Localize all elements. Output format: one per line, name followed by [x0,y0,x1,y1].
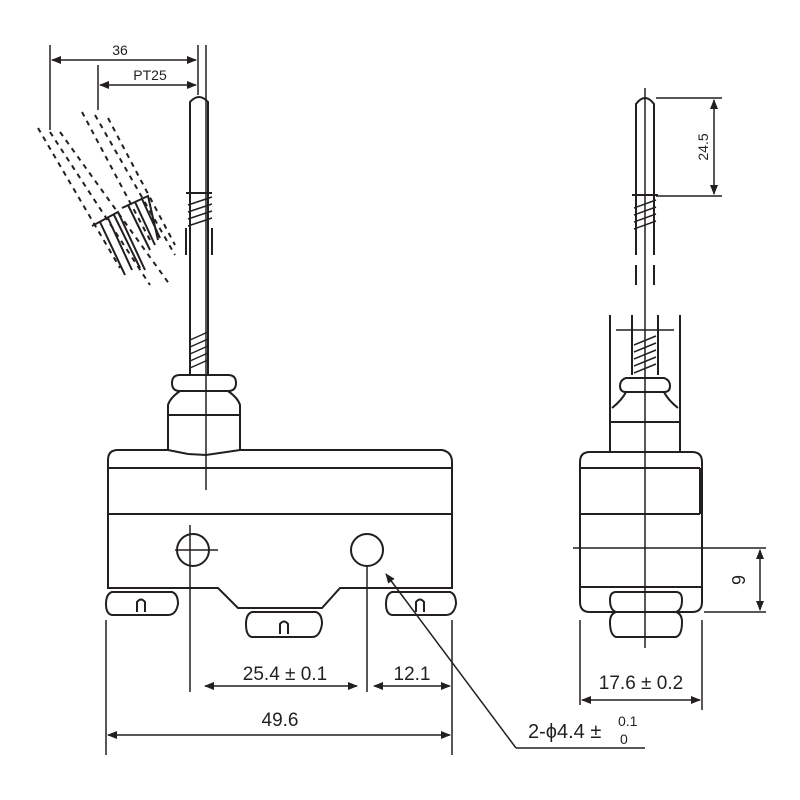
dimension-lever-travel: 36 [49,42,199,130]
dim-pt25-label: PT25 [133,67,167,83]
dimension-body-length: 49.6 [105,620,451,755]
hole-callout: 2-ϕ4.4 ± 0.1 0 [385,573,645,749]
dim-9-label: 9 [729,575,749,585]
hole-tol-upper: 0.1 [618,713,638,729]
coil-spring-bottom [189,331,209,369]
dimension-hole-pitch: 25.4 ± 0.1 [189,525,368,692]
dim-36-label: 36 [112,42,128,58]
side-view [579,88,703,648]
plunger [167,374,241,450]
hole-tol-lower: 0 [620,731,628,747]
dimension-body-width: 17.6 ± 0.2 [579,620,703,710]
dimension-hole-height: 9 [573,547,766,613]
dim-24-5-label: 24.5 [695,133,711,160]
terminal-nc [244,611,324,638]
coil-spring-top [185,192,213,255]
dim-49-6-label: 49.6 [262,710,299,731]
switch-body [107,449,453,609]
dimension-lever-tip: 24.5 [656,97,722,197]
dimension-hole-edge: 12.1 [373,620,453,755]
dim-25-4-label: 25.4 ± 0.1 [243,664,327,685]
hole-spec-label: 2-ϕ4.4 ± [528,721,601,743]
terminal-com [104,591,180,616]
mounting-hole-right [350,533,384,567]
lever-rod [189,96,209,375]
dimension-pretravel: PT25 [97,65,197,110]
dim-12-1-label: 12.1 [394,664,431,685]
dim-17-6-label: 17.6 ± 0.2 [599,673,683,694]
side-body [579,451,703,613]
terminal-no [384,591,458,616]
front-view [37,45,458,638]
lever-ghost-positions [37,111,176,286]
side-terminal [608,591,684,638]
